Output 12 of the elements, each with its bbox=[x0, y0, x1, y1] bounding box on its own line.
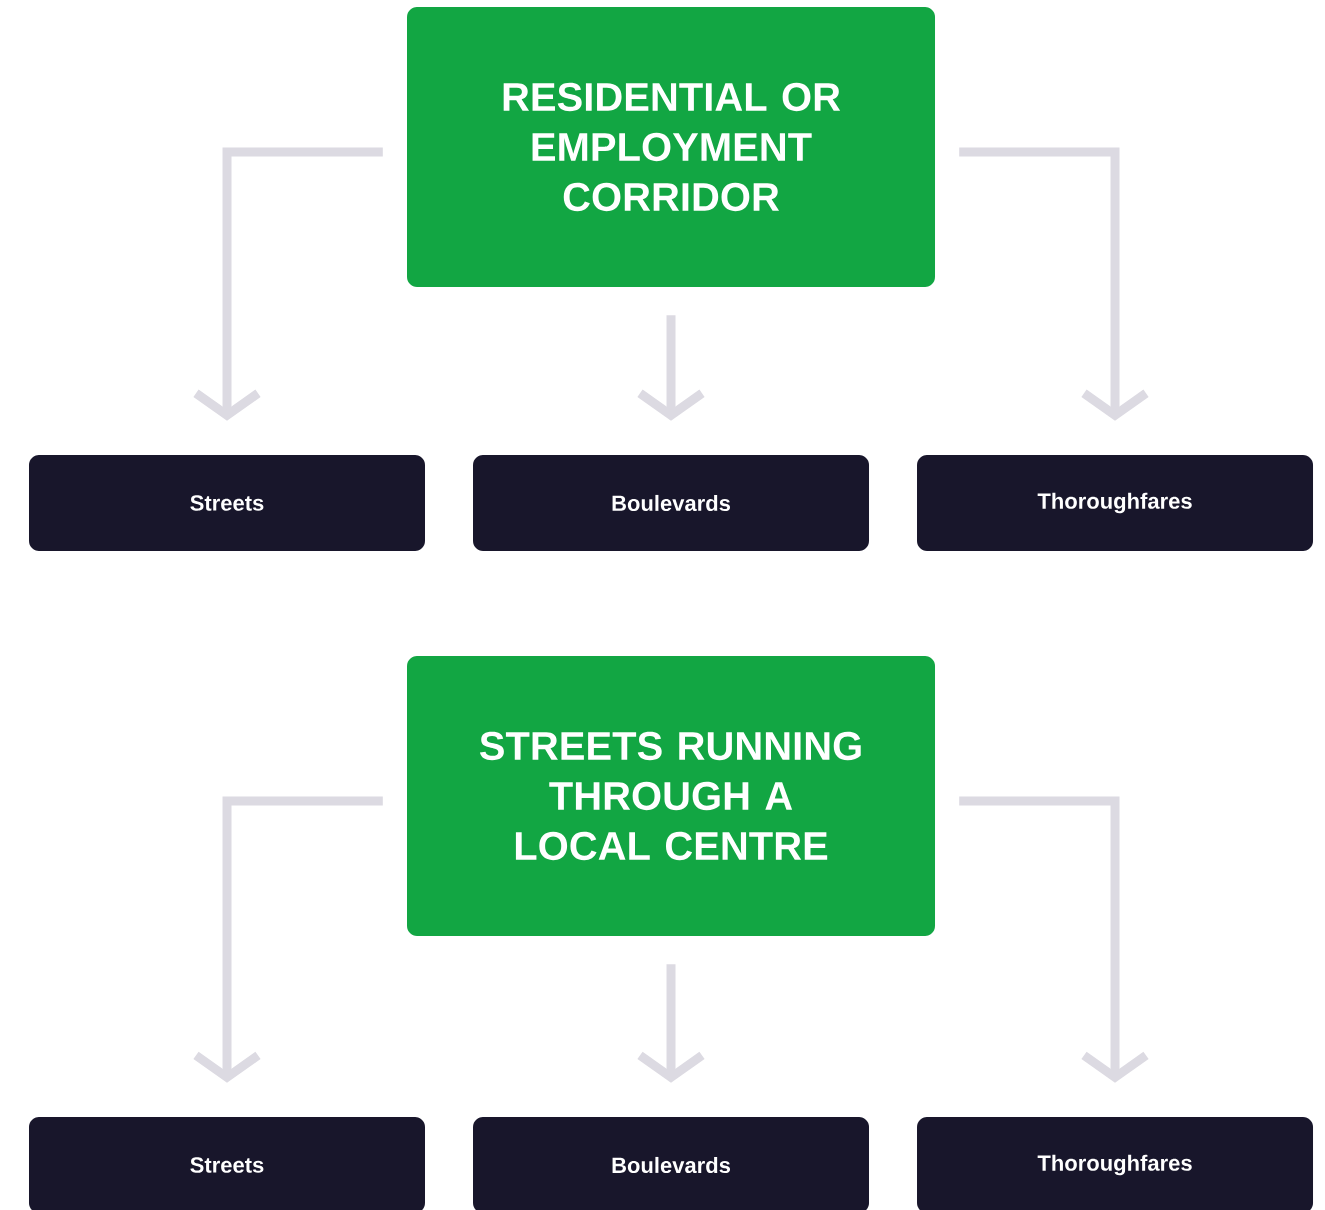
category-box: Boulevards bbox=[473, 1117, 869, 1210]
arrow bbox=[193, 147, 383, 421]
category-box: Streets bbox=[29, 1117, 425, 1210]
category-box: Streets bbox=[29, 455, 425, 551]
arrow bbox=[193, 796, 383, 1083]
category-box: Thoroughfares bbox=[917, 455, 1313, 551]
arrow bbox=[959, 147, 1149, 421]
category-box: Boulevards bbox=[473, 455, 869, 551]
arrow bbox=[959, 796, 1149, 1083]
category-box: Thoroughfares bbox=[917, 1117, 1313, 1210]
heading-box: RESIDENTIAL OR EMPLOYMENT CORRIDOR bbox=[407, 7, 935, 287]
heading-box: STREETS RUNNING THROUGH A LOCAL CENTRE bbox=[407, 656, 935, 936]
